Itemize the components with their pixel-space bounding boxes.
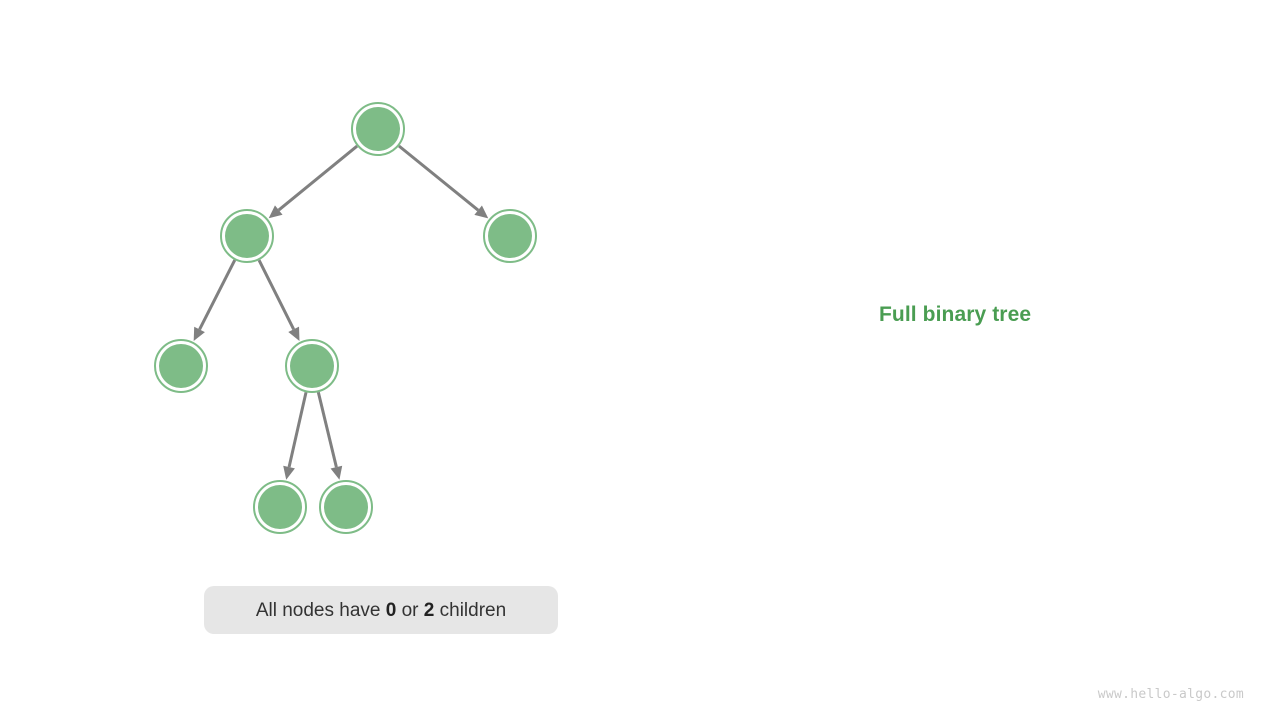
- node-disc: [324, 485, 368, 529]
- node-ring: [483, 209, 537, 263]
- tree-nodes-group: [154, 102, 537, 534]
- edge-arrowhead: [283, 465, 295, 480]
- caption-box: All nodes have 0 or 2 children: [204, 586, 558, 634]
- diagram-title: Full binary tree: [879, 303, 1032, 326]
- edge-line: [398, 144, 480, 212]
- node-ring: [253, 480, 307, 534]
- edge-arrowhead: [193, 326, 205, 342]
- tree-node-n-l[interactable]: [220, 209, 274, 263]
- tree-edges-group: [193, 144, 489, 480]
- tree-node-root[interactable]: [351, 102, 405, 156]
- node-ring: [285, 339, 339, 393]
- edge-line: [198, 259, 237, 331]
- tree-edge: [283, 391, 308, 480]
- node-disc: [225, 214, 269, 258]
- tree-node-n-lrr[interactable]: [319, 480, 373, 534]
- tree-edge: [257, 259, 300, 341]
- edge-line: [287, 391, 308, 468]
- edge-line: [277, 144, 359, 212]
- caption-text: All nodes have 0 or 2 children: [256, 601, 506, 620]
- node-disc: [356, 107, 400, 151]
- edge-line: [257, 259, 296, 331]
- edge-arrowhead: [288, 326, 300, 341]
- caption-middle: or: [396, 599, 424, 621]
- caption-bold-zero: 0: [385, 599, 397, 621]
- tree-edge: [268, 144, 359, 219]
- node-disc: [290, 344, 334, 388]
- node-disc: [488, 214, 532, 258]
- node-ring: [319, 480, 373, 534]
- caption-suffix: children: [434, 599, 507, 621]
- node-disc: [258, 485, 302, 529]
- tree-node-n-r[interactable]: [483, 209, 537, 263]
- tree-node-n-ll[interactable]: [154, 339, 208, 393]
- edge-line: [316, 391, 338, 468]
- node-ring: [220, 209, 274, 263]
- edge-arrowhead: [330, 465, 343, 480]
- caption-bold-two: 2: [423, 599, 435, 621]
- tree-node-n-lrl[interactable]: [253, 480, 307, 534]
- caption-prefix: All nodes have: [255, 599, 386, 621]
- node-disc: [159, 344, 203, 388]
- tree-edge: [316, 391, 343, 480]
- tree-edge: [193, 259, 237, 342]
- edge-arrowhead: [474, 205, 489, 219]
- node-ring: [154, 339, 208, 393]
- tree-node-n-lr[interactable]: [285, 339, 339, 393]
- watermark: www.hello-algo.com: [1097, 687, 1244, 702]
- edge-arrowhead: [268, 205, 283, 219]
- tree-edge: [398, 144, 489, 219]
- node-ring: [351, 102, 405, 156]
